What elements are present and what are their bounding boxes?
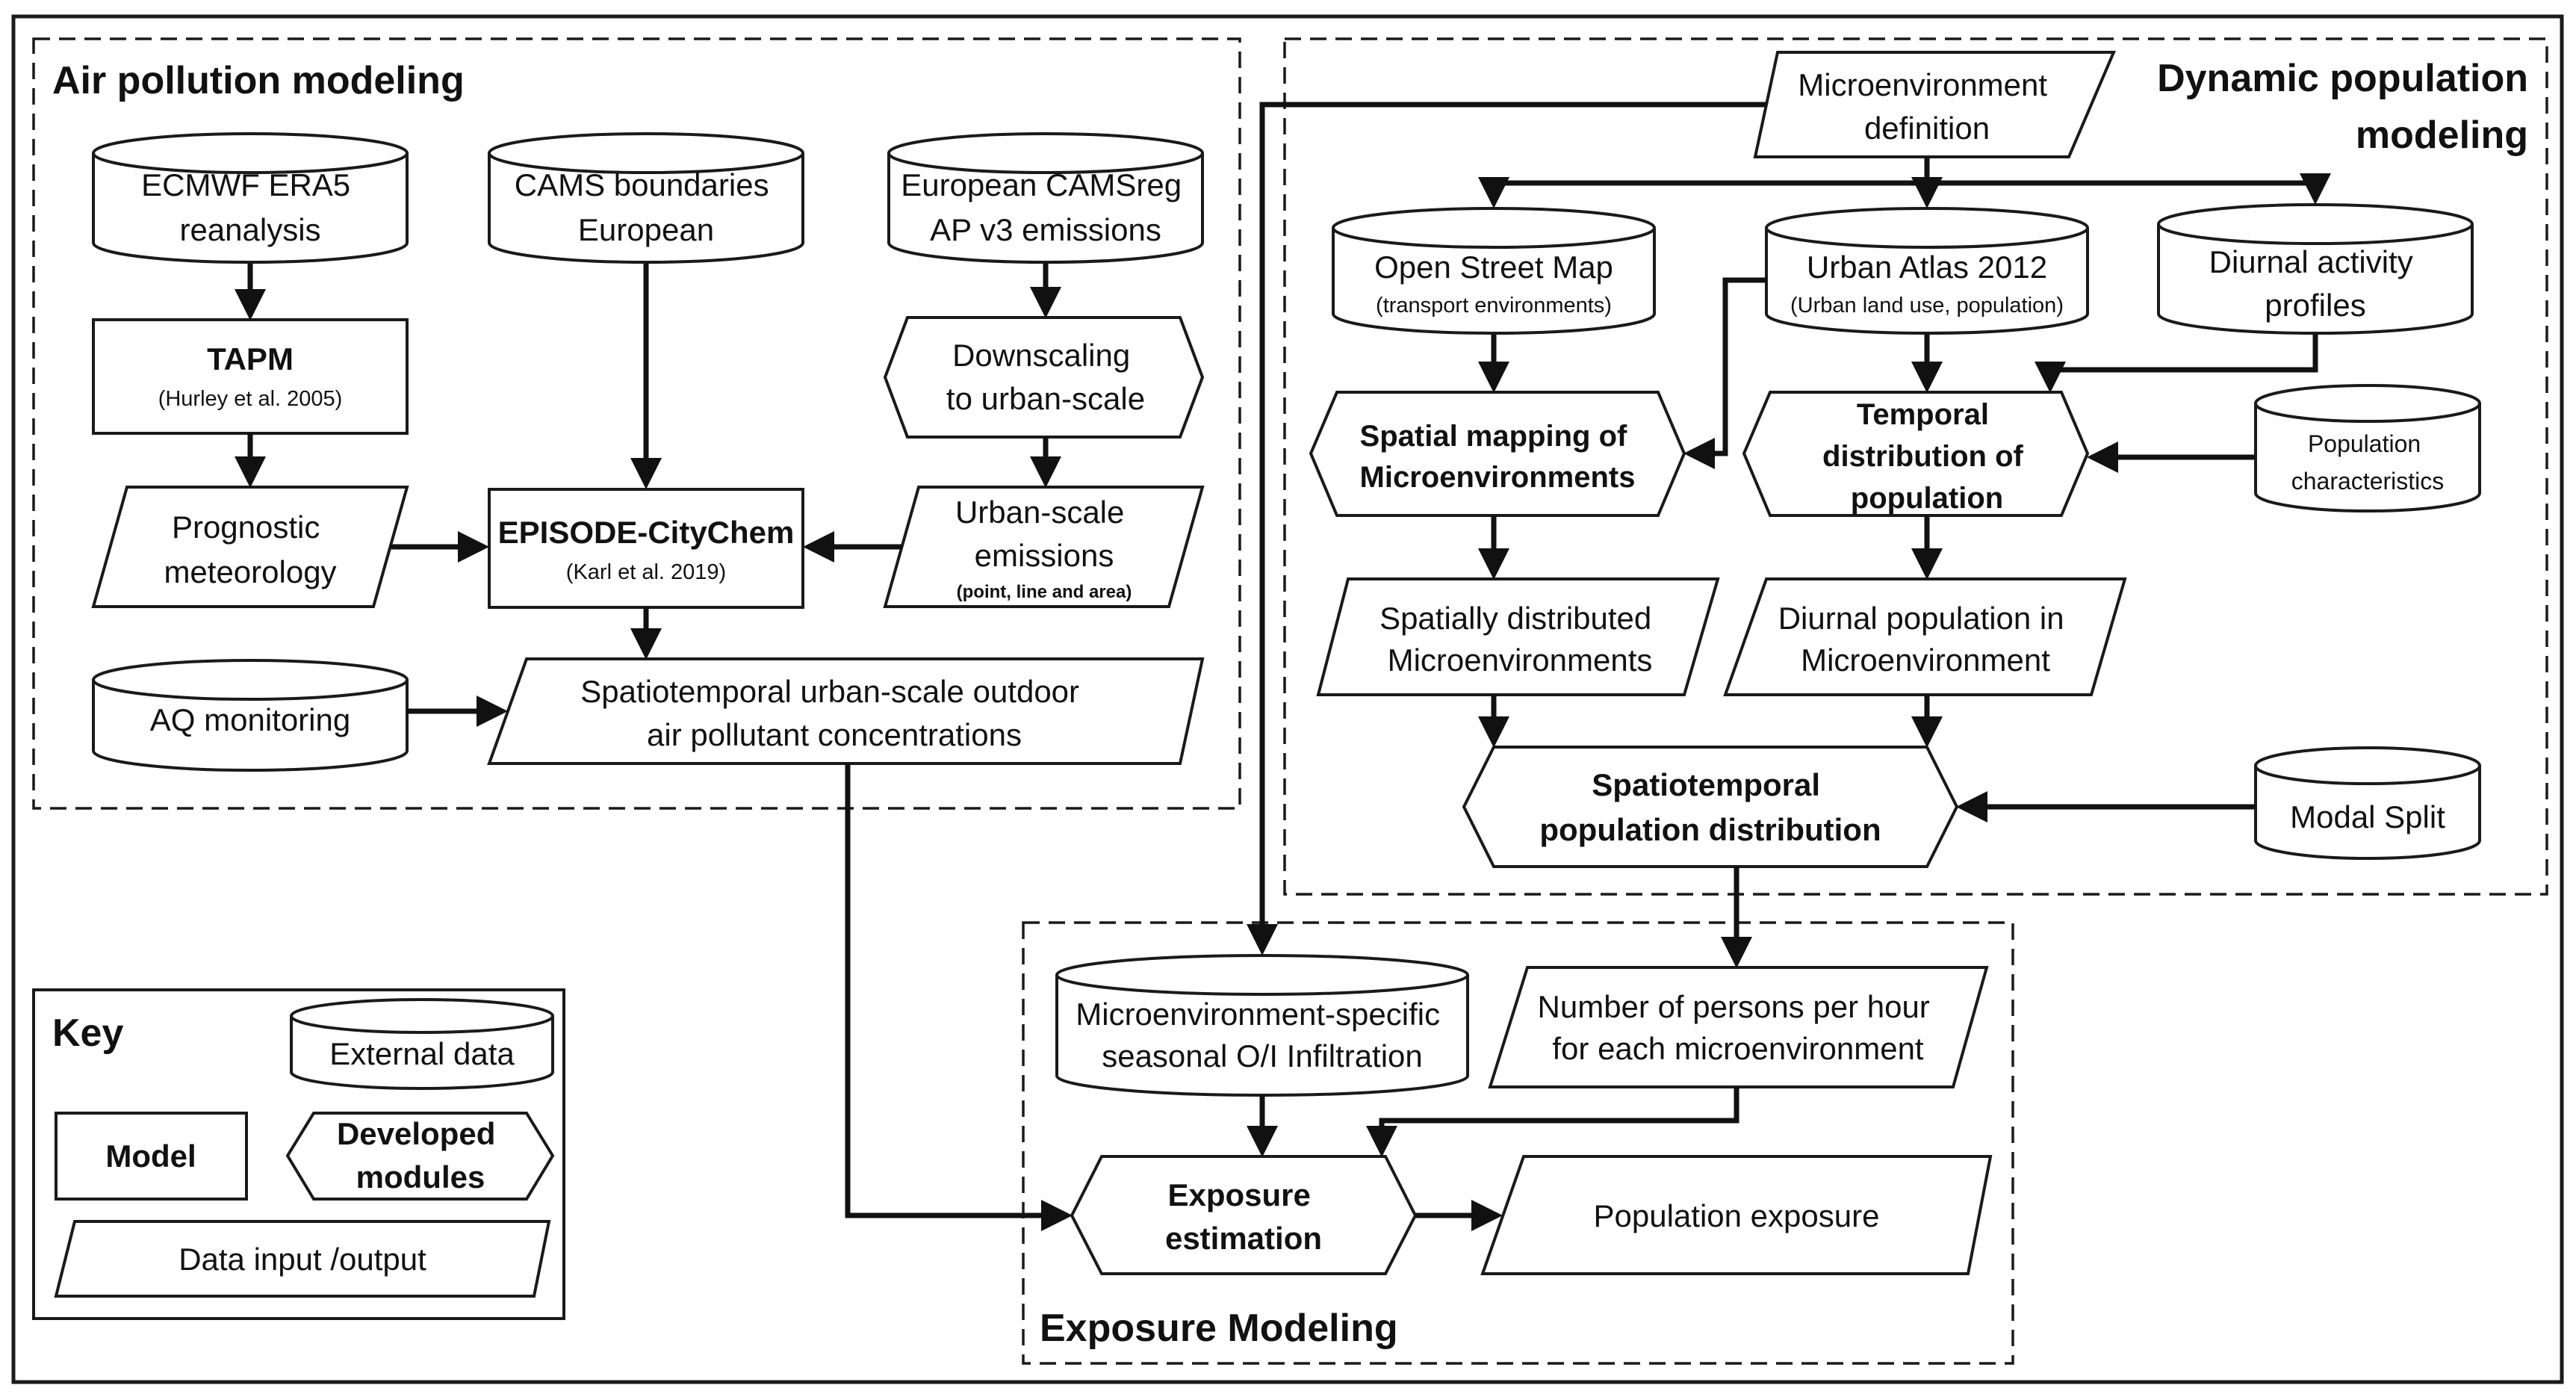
episode-citation: (Karl et al. 2019) xyxy=(566,560,726,584)
osm-note: (transport environments) xyxy=(1376,294,1612,318)
urban-emissions-label: Urban-scale emissions xyxy=(955,495,1133,573)
cams-reg-label: European CAMSreg AP v3 emissions xyxy=(901,167,1191,247)
population-exposure-label: Population exposure xyxy=(1594,1198,1880,1233)
prognostic-label: Prognostic meteorology xyxy=(164,509,336,589)
arrow-concentrations-to-exposure xyxy=(845,763,1073,1231)
modal-split-cylinder xyxy=(2254,746,2481,860)
diurnal-population-parallelogram xyxy=(1723,577,2127,696)
key-external-data-cylinder xyxy=(290,998,554,1090)
open-street-map-cylinder xyxy=(1332,207,1656,335)
microenvironment-definition-parallelogram xyxy=(1753,51,2117,158)
exposure-modeling-title: Exposure Modeling xyxy=(1040,1307,1398,1350)
infiltration-cylinder xyxy=(1055,954,1469,1097)
infiltration-label: Microenvironment-specific seasonal O/I I… xyxy=(1076,997,1449,1074)
population-characteristics-label: Population characteristics xyxy=(2291,430,2445,495)
arrow-diurnal-to-temporal xyxy=(2035,334,2318,393)
key-data-label: Data input /output xyxy=(179,1242,426,1277)
key-developed-hexagon xyxy=(285,1112,555,1201)
temporal-distribution-label: Temporal distribution of population xyxy=(1822,398,2032,515)
tapm-model-box xyxy=(92,318,409,435)
spatially-distributed-parallelogram xyxy=(1316,577,1720,696)
ecmwf-label: ECMWF ERA5 reanalysis xyxy=(141,167,359,247)
key-title: Key xyxy=(52,1012,123,1055)
population-characteristics-cylinder xyxy=(2254,384,2481,512)
population-exposure-parallelogram xyxy=(1480,1155,1993,1275)
arrow-persons-to-exposure xyxy=(1366,1087,1739,1157)
episode-citychem-model-box xyxy=(488,488,804,609)
concentrations-label: Spatiotemporal urban-scale outdoor air p… xyxy=(580,674,1087,752)
tapm-citation: (Hurley et al. 2005) xyxy=(158,387,343,411)
downscaling-hexagon xyxy=(883,316,1205,439)
spatially-distributed-label: Spatially distributed Microenvironments xyxy=(1379,601,1660,678)
persons-per-hour-label: Number of persons per hour for each micr… xyxy=(1538,989,1939,1066)
key-model-box xyxy=(55,1112,248,1201)
exposure-modeling-group xyxy=(1022,921,2014,1365)
diurnal-profiles-label: Diurnal activity profiles xyxy=(2209,244,2422,323)
outer-frame xyxy=(11,14,2564,1384)
urban-emissions-note: (point, line and area) xyxy=(957,582,1132,602)
aq-monitoring-cylinder xyxy=(92,659,409,772)
connectors xyxy=(235,102,2331,1231)
spatial-mapping-hexagon xyxy=(1309,391,1686,517)
cams-reg-cylinder xyxy=(887,132,1204,264)
key-external-data-label: External data xyxy=(329,1036,515,1071)
arrow-definition-to-infiltration xyxy=(1247,102,1766,955)
arrow-urban-atlas-to-spatial-mapping xyxy=(1683,277,1766,469)
urban-atlas-note: (Urban land use, population) xyxy=(1790,294,2064,318)
key-developed-label: Developed modules xyxy=(337,1116,504,1195)
modal-split-label: Modal Split xyxy=(2290,799,2445,834)
urban-atlas-label: Urban Atlas 2012 xyxy=(1807,250,2047,285)
downscaling-label: Downscaling to urban-scale xyxy=(946,338,1145,416)
key-data-parallelogram xyxy=(54,1220,551,1298)
cams-boundaries-cylinder xyxy=(488,132,804,264)
episode-label: EPISODE-CityChem xyxy=(498,515,795,550)
air-pollution-group xyxy=(32,37,1241,810)
micro-definition-label: Microenvironment definition xyxy=(1798,67,2055,146)
exposure-estimation-label: Exposure estimation xyxy=(1165,1177,1322,1256)
dynamic-population-title-2: modeling xyxy=(2356,114,2528,157)
spatial-mapping-label: Spatial mapping of Microenvironments xyxy=(1360,420,1636,494)
aq-monitoring-label: AQ monitoring xyxy=(150,702,350,737)
dynamic-population-group xyxy=(1283,37,2548,896)
persons-per-hour-parallelogram xyxy=(1488,966,1989,1088)
urban-scale-emissions-parallelogram xyxy=(883,486,1205,608)
osm-label: Open Street Map xyxy=(1374,250,1613,285)
spatiotemporal-population-label: Spatiotemporal population distribution xyxy=(1539,767,1881,847)
arrow-definition-to-diurnal xyxy=(1494,173,2331,205)
spatiotemporal-concentrations-parallelogram xyxy=(487,657,1205,765)
urban-atlas-cylinder xyxy=(1765,207,2089,335)
air-pollution-title: Air pollution modeling xyxy=(52,59,465,102)
dynamic-population-title-1: Dynamic population xyxy=(2157,57,2528,100)
diurnal-population-label: Diurnal population in Microenvironment xyxy=(1778,601,2073,678)
tapm-label: TAPM xyxy=(207,341,294,377)
prognostic-meteorology-parallelogram xyxy=(91,486,409,608)
ecmwf-era5-cylinder xyxy=(92,132,409,264)
spatiotemporal-population-hexagon xyxy=(1462,746,1959,868)
diurnal-activity-cylinder xyxy=(2157,203,2474,335)
key-box xyxy=(32,988,565,1320)
key-model-label: Model xyxy=(105,1139,196,1174)
cams-boundaries-label: CAMS boundaries European xyxy=(515,167,778,247)
exposure-estimation-hexagon xyxy=(1070,1155,1418,1275)
